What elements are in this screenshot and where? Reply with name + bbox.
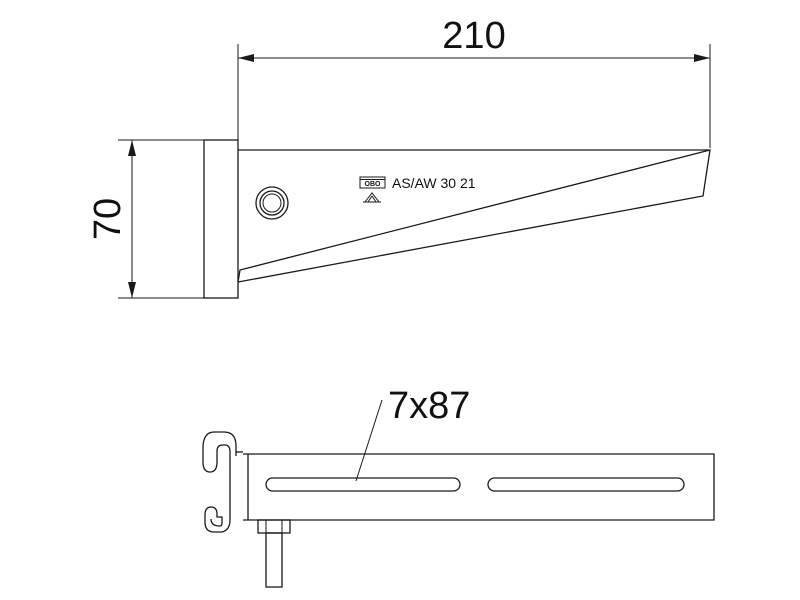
bolt-shank	[265, 532, 283, 588]
width-dimension-label: 210	[442, 15, 505, 57]
approval-mark-icon	[363, 192, 381, 203]
width-arrow-left	[238, 54, 254, 62]
nut-icon	[255, 186, 289, 220]
bracket-lower-flange	[237, 149, 711, 283]
slot-leader-line	[355, 399, 383, 482]
width-arrow-right	[694, 54, 710, 62]
side-elevation-view: 210 70 OBO AS/AW 30 21	[87, 15, 711, 299]
plan-view: 7x87	[202, 385, 715, 588]
height-dimension-label: 70	[87, 198, 129, 240]
bottom-nut	[257, 519, 291, 534]
bracket-arm-outline	[237, 149, 711, 283]
product-code-label: AS/AW 30 21	[392, 175, 476, 191]
height-arrow-top	[128, 140, 136, 156]
obo-logo: OBO	[359, 176, 386, 189]
slot-left	[265, 477, 461, 492]
mounting-plate	[203, 139, 239, 299]
svg-text:OBO: OBO	[365, 181, 382, 188]
slot-right	[487, 477, 685, 492]
slot-dimension-label: 7x87	[388, 385, 470, 427]
height-arrow-bottom	[128, 282, 136, 298]
hook-clamp-outline	[202, 431, 237, 533]
arm-body-outline	[243, 453, 715, 521]
